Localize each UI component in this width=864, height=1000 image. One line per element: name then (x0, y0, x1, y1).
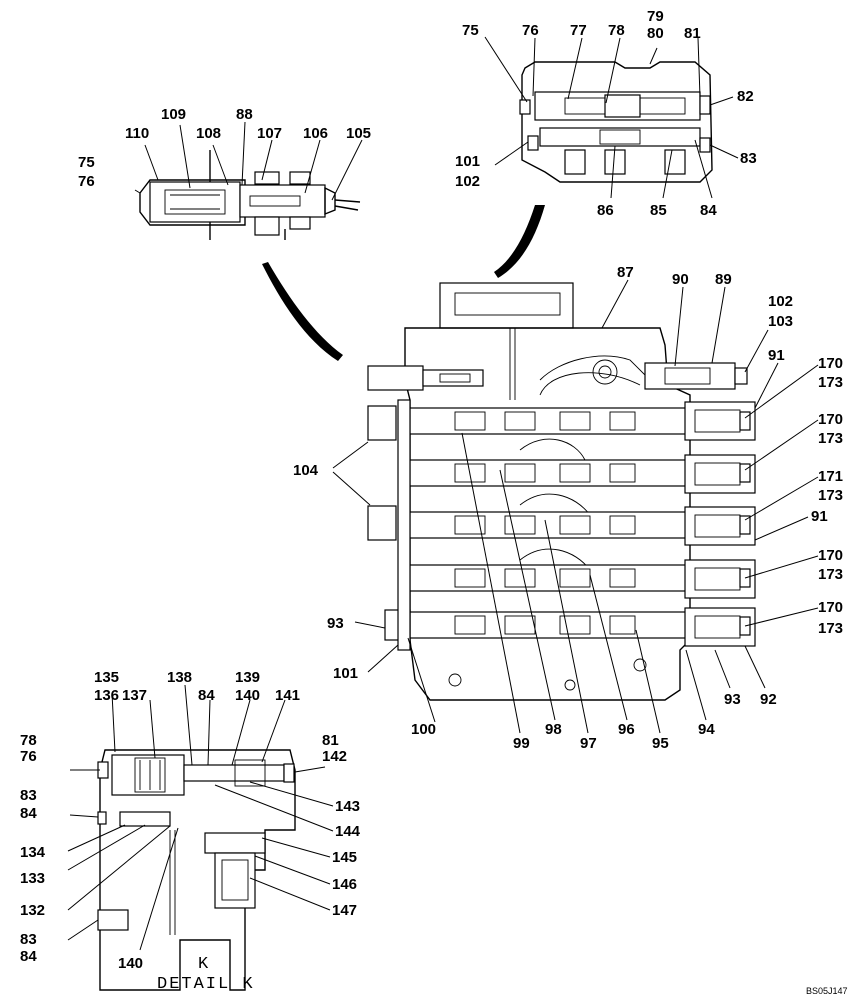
main-control-valve (367, 282, 756, 701)
label-84-detail-k-bottom: 84 (20, 948, 37, 965)
label-89: 89 (715, 271, 732, 288)
label-101-main: 101 (333, 665, 358, 682)
label-93-left: 93 (327, 615, 344, 632)
label-108: 108 (196, 125, 221, 142)
label-83-detail-k-top: 83 (20, 787, 37, 804)
detail-relief-block-top (519, 61, 713, 183)
drawing-reference-code: BS05J147 (806, 986, 848, 996)
leader-lines (67, 36, 819, 951)
label-78-detail-k: 78 (20, 732, 37, 749)
label-76-left-detail: 76 (78, 173, 95, 190)
label-85: 85 (650, 202, 667, 219)
label-84-top-detail: 84 (700, 202, 717, 219)
label-93-right: 93 (724, 691, 741, 708)
label-98: 98 (545, 721, 562, 738)
label-173-row2: 173 (818, 430, 843, 447)
label-140-top: 140 (235, 687, 260, 704)
label-77: 77 (570, 22, 587, 39)
label-141: 141 (275, 687, 300, 704)
label-170-row1: 170 (818, 355, 843, 372)
detail-k-caption: DETAIL K (157, 975, 255, 994)
label-143: 143 (335, 798, 360, 815)
label-173-row1: 173 (818, 374, 843, 391)
label-90: 90 (672, 271, 689, 288)
label-139: 139 (235, 669, 260, 686)
spool-row-5 (384, 607, 756, 647)
label-84-detail-k-top: 84 (198, 687, 215, 704)
label-84-detail-k-mid: 84 (20, 805, 37, 822)
pointer-arc-top (494, 205, 545, 278)
spool-row-2 (409, 454, 756, 494)
label-136: 136 (94, 687, 119, 704)
label-103: 103 (768, 313, 793, 330)
label-138: 138 (167, 669, 192, 686)
label-173-row3: 173 (818, 487, 843, 504)
label-79: 79 (647, 8, 664, 25)
label-134: 134 (20, 844, 46, 861)
label-81-top-detail: 81 (684, 25, 701, 42)
label-106: 106 (303, 125, 328, 142)
label-170-row4: 170 (818, 547, 843, 564)
label-107: 107 (257, 125, 282, 142)
spool-row-3 (367, 505, 756, 546)
label-91-upper: 91 (768, 347, 785, 364)
label-99: 99 (513, 735, 530, 752)
detail-pilot-valve-left (139, 150, 361, 240)
label-110: 110 (125, 125, 149, 142)
label-102-main: 102 (768, 293, 793, 310)
label-171: 171 (818, 468, 843, 485)
label-105: 105 (346, 125, 371, 142)
label-142: 142 (322, 748, 347, 765)
label-140-bottom: 140 (118, 955, 143, 972)
label-104: 104 (293, 462, 319, 479)
label-83-top-detail: 83 (740, 150, 757, 167)
pointer-arc-left (262, 262, 343, 361)
part-number-labels: 75 76 110 109 108 88 107 106 105 75 76 7… (20, 8, 848, 996)
label-78-top-detail: 78 (608, 22, 625, 39)
label-144: 144 (335, 823, 361, 840)
label-97: 97 (580, 735, 597, 752)
label-88: 88 (236, 106, 253, 123)
label-76-top-detail: 76 (522, 22, 539, 39)
detail-k-assembly (97, 749, 296, 991)
label-81-detail-k: 81 (322, 732, 339, 749)
label-80: 80 (647, 25, 664, 42)
label-170-row5: 170 (818, 599, 843, 616)
label-91-lower: 91 (811, 508, 828, 525)
spool-row-1 (367, 401, 756, 441)
label-92: 92 (760, 691, 777, 708)
label-170-row2: 170 (818, 411, 843, 428)
label-87: 87 (617, 264, 634, 281)
label-109: 109 (161, 106, 186, 123)
label-137: 137 (122, 687, 147, 704)
label-94: 94 (698, 721, 715, 738)
label-76-detail-k: 76 (20, 748, 37, 765)
label-82: 82 (737, 88, 754, 105)
label-75-top-detail: 75 (462, 22, 479, 39)
label-83-detail-k-bottom: 83 (20, 931, 37, 948)
detail-k-marker: K (198, 955, 210, 974)
label-173-row4: 173 (818, 566, 843, 583)
label-133: 133 (20, 870, 45, 887)
spool-row-4 (409, 559, 756, 599)
label-135: 135 (94, 669, 119, 686)
label-95: 95 (652, 735, 669, 752)
label-132: 132 (20, 902, 45, 919)
label-145: 145 (332, 849, 357, 866)
label-96: 96 (618, 721, 635, 738)
label-100: 100 (411, 721, 436, 738)
label-146: 146 (332, 876, 357, 893)
label-75-left-detail: 75 (78, 154, 95, 171)
label-101-top-detail: 101 (455, 153, 480, 170)
label-147: 147 (332, 902, 357, 919)
label-173-row5: 173 (818, 620, 843, 637)
label-102-top-detail: 102 (455, 173, 480, 190)
label-86: 86 (597, 202, 614, 219)
